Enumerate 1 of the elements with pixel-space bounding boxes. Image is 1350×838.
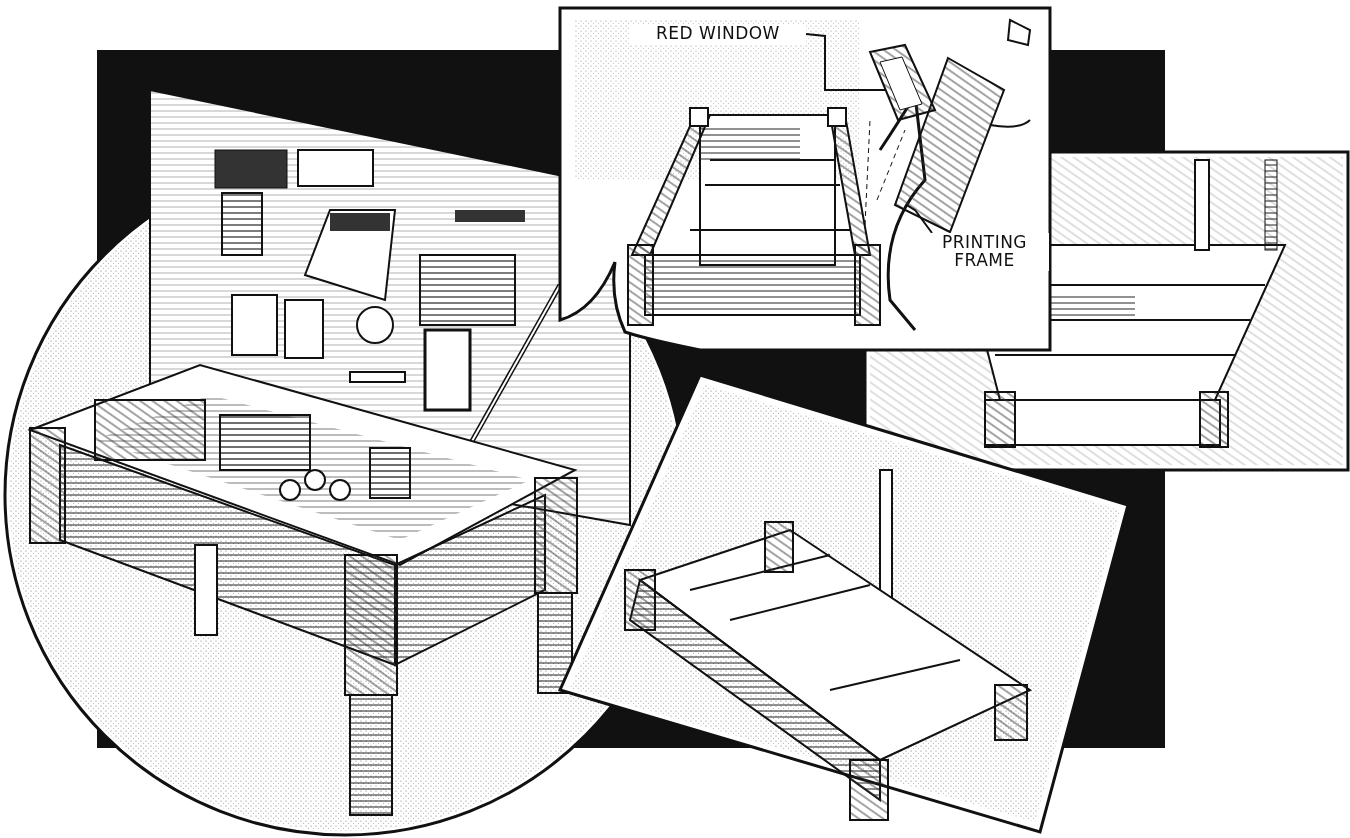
part-label: RED WINDOW xyxy=(630,24,806,44)
